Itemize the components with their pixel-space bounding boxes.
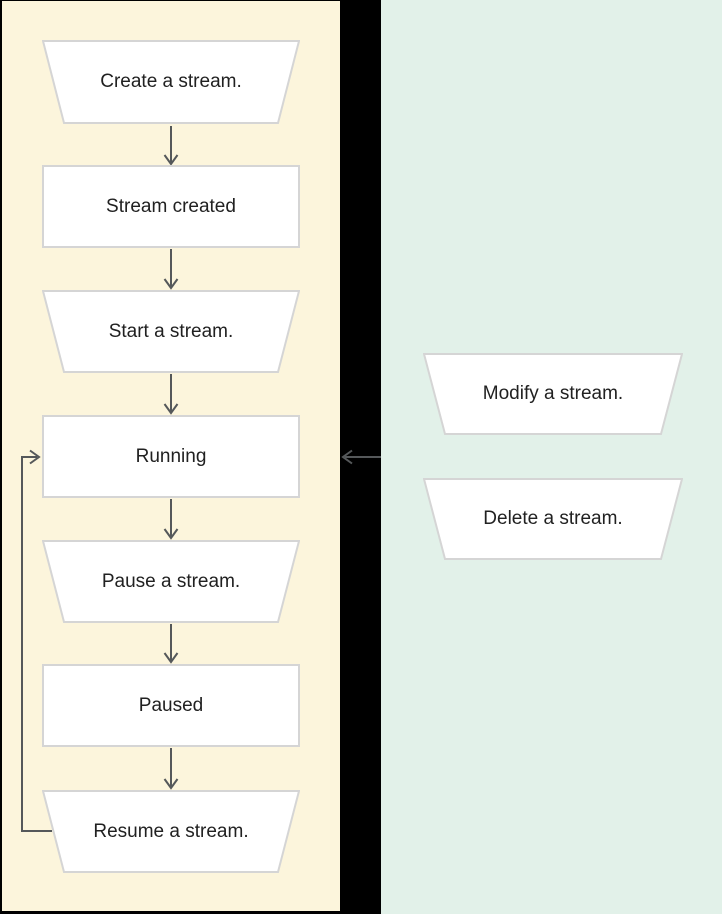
- flow-node-delete-a-stream: Delete a stream.: [423, 478, 683, 560]
- node-label: Stream created: [106, 195, 236, 217]
- node-label: Resume a stream.: [93, 820, 249, 842]
- node-label: Start a stream.: [108, 320, 234, 342]
- node-label: Pause a stream.: [101, 570, 241, 592]
- flow-node-running: Running: [42, 415, 300, 498]
- flow-node-resume-a-stream: Resume a stream.: [42, 790, 300, 873]
- trapezoid-shape: [423, 478, 683, 560]
- node-label: Modify a stream.: [482, 383, 624, 404]
- node-label: Running: [135, 445, 207, 467]
- stream-actions-panel: [381, 0, 722, 914]
- trapezoid-shape: [42, 540, 300, 623]
- node-label: Create a stream.: [100, 71, 242, 92]
- flow-node-start-a-stream: Start a stream.: [42, 290, 300, 373]
- flow-node-modify-a-stream: Modify a stream.: [423, 353, 683, 435]
- arrow-actions-to-running-icon: [341, 449, 381, 465]
- trapezoid-shape: [42, 40, 300, 124]
- trapezoid-shape: [42, 790, 300, 873]
- node-label: Delete a stream.: [483, 508, 623, 529]
- node-label: Paused: [138, 694, 204, 716]
- flow-node-create-a-stream: Create a stream.: [42, 40, 300, 124]
- trapezoid-shape: [423, 353, 683, 435]
- flow-node-stream-created: Stream created: [42, 165, 300, 248]
- flow-node-paused: Paused: [42, 664, 300, 747]
- flow-node-pause-a-stream: Pause a stream.: [42, 540, 300, 623]
- trapezoid-shape: [42, 290, 300, 373]
